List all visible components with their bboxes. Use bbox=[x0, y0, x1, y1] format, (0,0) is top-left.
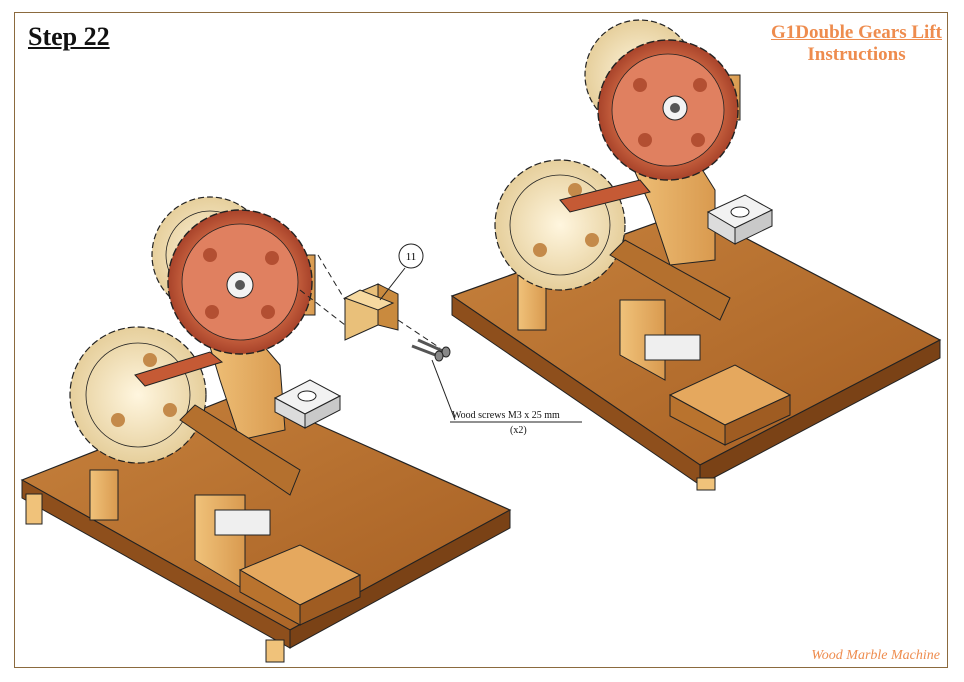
callout-number: 11 bbox=[406, 251, 417, 263]
screw-icon bbox=[411, 338, 451, 362]
left-assembly-illustration bbox=[20, 196, 512, 663]
left-red-gear bbox=[167, 209, 313, 355]
right-switch-block bbox=[706, 194, 774, 245]
screw-quantity-text: (x2) bbox=[510, 425, 527, 436]
right-red-gear bbox=[597, 39, 739, 181]
footer-brand: Wood Marble Machine bbox=[811, 648, 940, 663]
document-title: G1Double Gears Lift Instructions bbox=[771, 22, 942, 66]
left-catch-box bbox=[238, 544, 362, 626]
left-pale-gear-lower bbox=[69, 326, 207, 464]
right-pale-gear-lower bbox=[494, 159, 626, 291]
step-title: Step 22 bbox=[28, 22, 110, 51]
left-switch-block bbox=[273, 379, 342, 429]
document-title-line2: Instructions bbox=[807, 44, 906, 65]
screw-label: Wood screws M3 x 25 mm (x2) bbox=[431, 359, 582, 436]
screw-label-text: Wood screws M3 x 25 mm bbox=[452, 410, 560, 421]
wood-block-part bbox=[343, 283, 399, 341]
page-border bbox=[14, 12, 948, 668]
callout-11: 11 bbox=[379, 243, 424, 301]
document-title-line1: G1Double Gears Lift bbox=[771, 22, 942, 43]
right-assembly-illustration bbox=[450, 19, 942, 491]
right-catch-box bbox=[668, 364, 792, 446]
